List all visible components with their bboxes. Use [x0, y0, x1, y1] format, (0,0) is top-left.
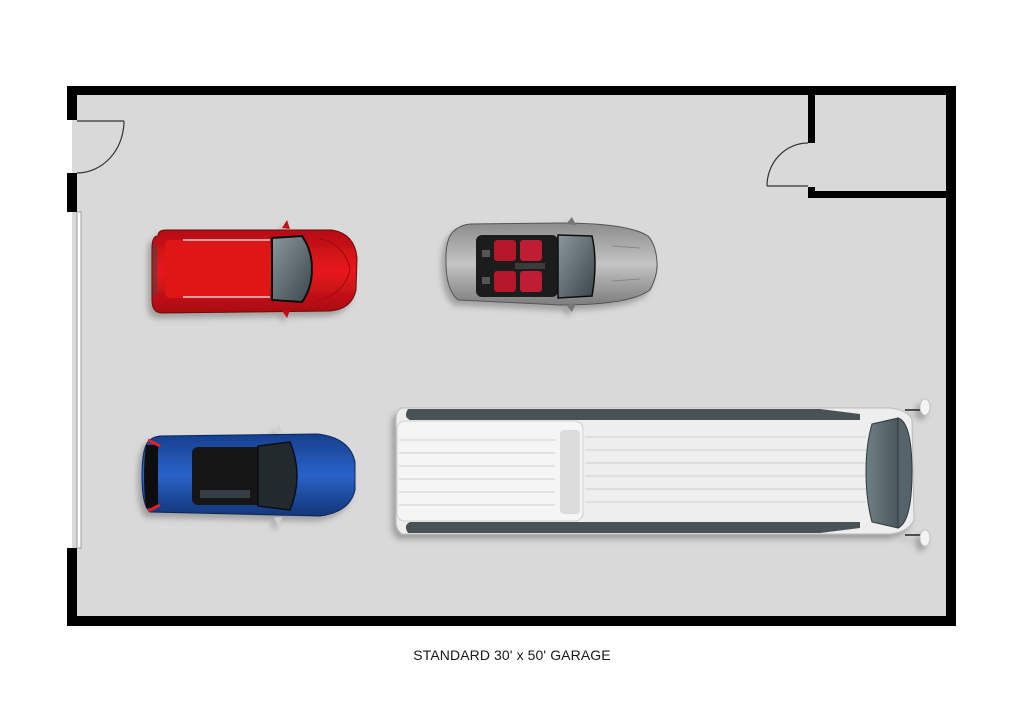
silver-convertible: [445, 217, 658, 312]
garage-door-opening: [76, 211, 82, 549]
left-entry-door: [76, 120, 125, 174]
storage-room-door: [766, 142, 809, 187]
storage-closet: [808, 86, 956, 198]
blue-hatchback: [141, 424, 356, 526]
plan-title: STANDARD 30' x 50' GARAGE: [413, 647, 611, 663]
outer-walls: [67, 86, 956, 626]
red-suv: [151, 220, 358, 318]
white-van: [395, 398, 931, 547]
